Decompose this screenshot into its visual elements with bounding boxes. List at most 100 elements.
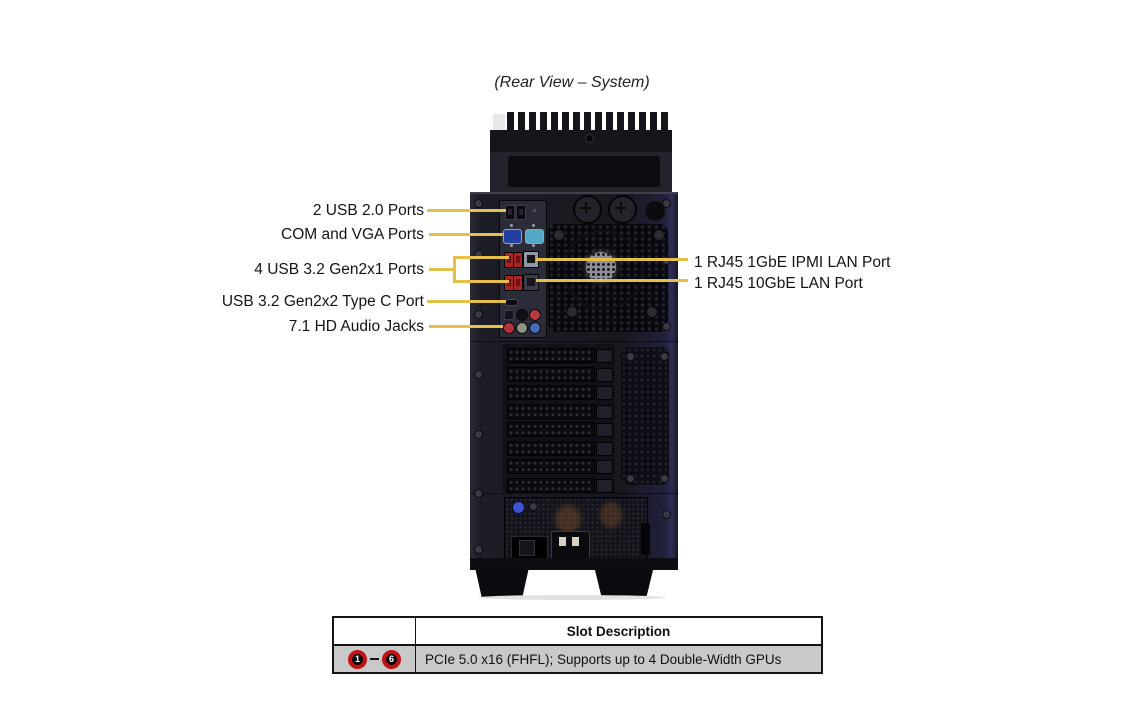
com-screw-icon [532,244,535,247]
psu-handle [641,523,650,555]
chassis-base-rail [470,558,678,570]
case-screw [474,199,483,208]
callout-line-typec [427,300,506,303]
table-header-row: Slot Description [334,618,821,646]
slot-range-cell: 1 6 [334,646,416,672]
label-usb2-ports: 2 USB 2.0 Ports [312,202,424,219]
power-inlet [551,531,590,560]
vent-screw [660,474,669,483]
case-screw [474,545,483,554]
fan-ring [563,230,643,310]
grille-screw [553,229,565,241]
callout-line-usb32-bracket [453,256,456,283]
optical-audio-port-icon [504,310,514,320]
case-screw [662,510,671,519]
label-10gbe-lan-port: 1 RJ45 10GbE LAN Port [694,275,863,292]
grille-screw [653,229,665,241]
slot-latch [596,479,613,493]
slot-description-cell: PCIe 5.0 x16 (FHFL); Supports up to 4 Do… [425,651,782,667]
chassis-foot [475,570,529,597]
label-hd-audio-jacks: 7.1 HD Audio Jacks [288,318,424,335]
callout-line-audio [429,325,503,328]
pcie-slot-cover [507,348,595,363]
side-vent-panel [621,347,669,485]
heatsink-fins [507,112,668,132]
slot-badge-start: 1 [348,649,367,669]
10gbe-lan-port-icon [523,274,539,291]
inlet-prong [559,537,566,546]
vent-screw [626,474,635,483]
callout-line-10gbe-lan [536,279,688,282]
floor-shadow [478,595,666,600]
audio-jack-icon [529,309,541,321]
chassis-foot [594,570,654,597]
round-keyhole [644,200,666,222]
slot-latch [596,423,613,437]
heatsink-base [490,130,672,152]
case-screw [474,370,483,379]
pcie-slot-cover [507,404,595,419]
pcie-slot-cover [507,478,595,493]
table-header-description-cell: Slot Description [566,623,671,639]
audio-jack-icon [516,309,528,321]
psu-coil [600,502,622,528]
heatsink-notch [493,114,505,130]
thumbscrew-icon [573,195,602,224]
top-vent-opening [508,156,660,187]
label-usb32-gen2x2-typec: USB 3.2 Gen2x2 Type C Port [221,293,424,310]
vga-port-icon [503,229,522,244]
usb32-gen2x1-port-icon [513,252,523,268]
pcie-slot-cover [507,367,595,382]
fan-hub [586,252,616,282]
com-port-icon [525,229,544,244]
slot-latch [596,349,613,363]
usb2-port-icon [505,205,515,220]
slot-latch [596,460,613,474]
heatsink-screw [585,134,594,143]
blue-thumbscrew [512,501,525,514]
com-screw-icon [532,224,535,227]
badge-range-dash-icon [370,657,379,661]
callout-line-usb2 [427,209,506,212]
slot-latch [596,405,613,419]
label-usb32-gen2x1-ports: 4 USB 3.2 Gen2x1 Ports [254,261,424,278]
psu-coil [555,505,581,533]
callout-line-usb32-stem [429,268,456,271]
slot-description-table: Slot Description 1 6 PCIe 5.0 x16 (FHFL)… [332,616,823,674]
vga-screw-icon [510,224,513,227]
label-ipmi-lan-port: 1 RJ45 1GbE IPMI LAN Port [694,254,891,271]
table-header-slot-cell [334,618,416,644]
audio-jack-icon [516,322,528,334]
callout-line-com-vga [429,233,503,236]
panel-divider [470,341,678,342]
grille-screw [566,306,578,318]
pcie-slot-cover [507,422,595,437]
slot-badge-end: 6 [382,649,401,669]
slot-latch [596,442,613,456]
vga-screw-icon [510,244,513,247]
case-screw [474,310,483,319]
figure-title: (Rear View – System) [494,74,650,91]
case-screw [474,430,483,439]
power-switch [511,536,548,559]
psu-screw [529,502,538,511]
warning-icon: ▲ [531,207,538,214]
vent-screw [660,352,669,361]
callout-line-usb32-top [453,256,509,259]
thumbscrew-icon [608,195,637,224]
usb2-port-icon [516,205,526,220]
grille-screw [646,306,658,318]
pcie-slot-cover [507,441,595,456]
audio-jack-icon [529,322,541,334]
usb32-gen2x1-port-icon [513,275,523,291]
vent-screw [626,352,635,361]
slot-latch [596,368,613,382]
table-data-row: 1 6 PCIe 5.0 x16 (FHFL); Supports up to … [334,646,821,672]
case-screw [662,322,671,331]
pcie-slot-cover [507,385,595,400]
usb-type-c-port-icon [505,299,518,306]
inlet-prong [572,537,579,546]
slot-latch [596,386,613,400]
pcie-slot-cover [507,459,595,474]
